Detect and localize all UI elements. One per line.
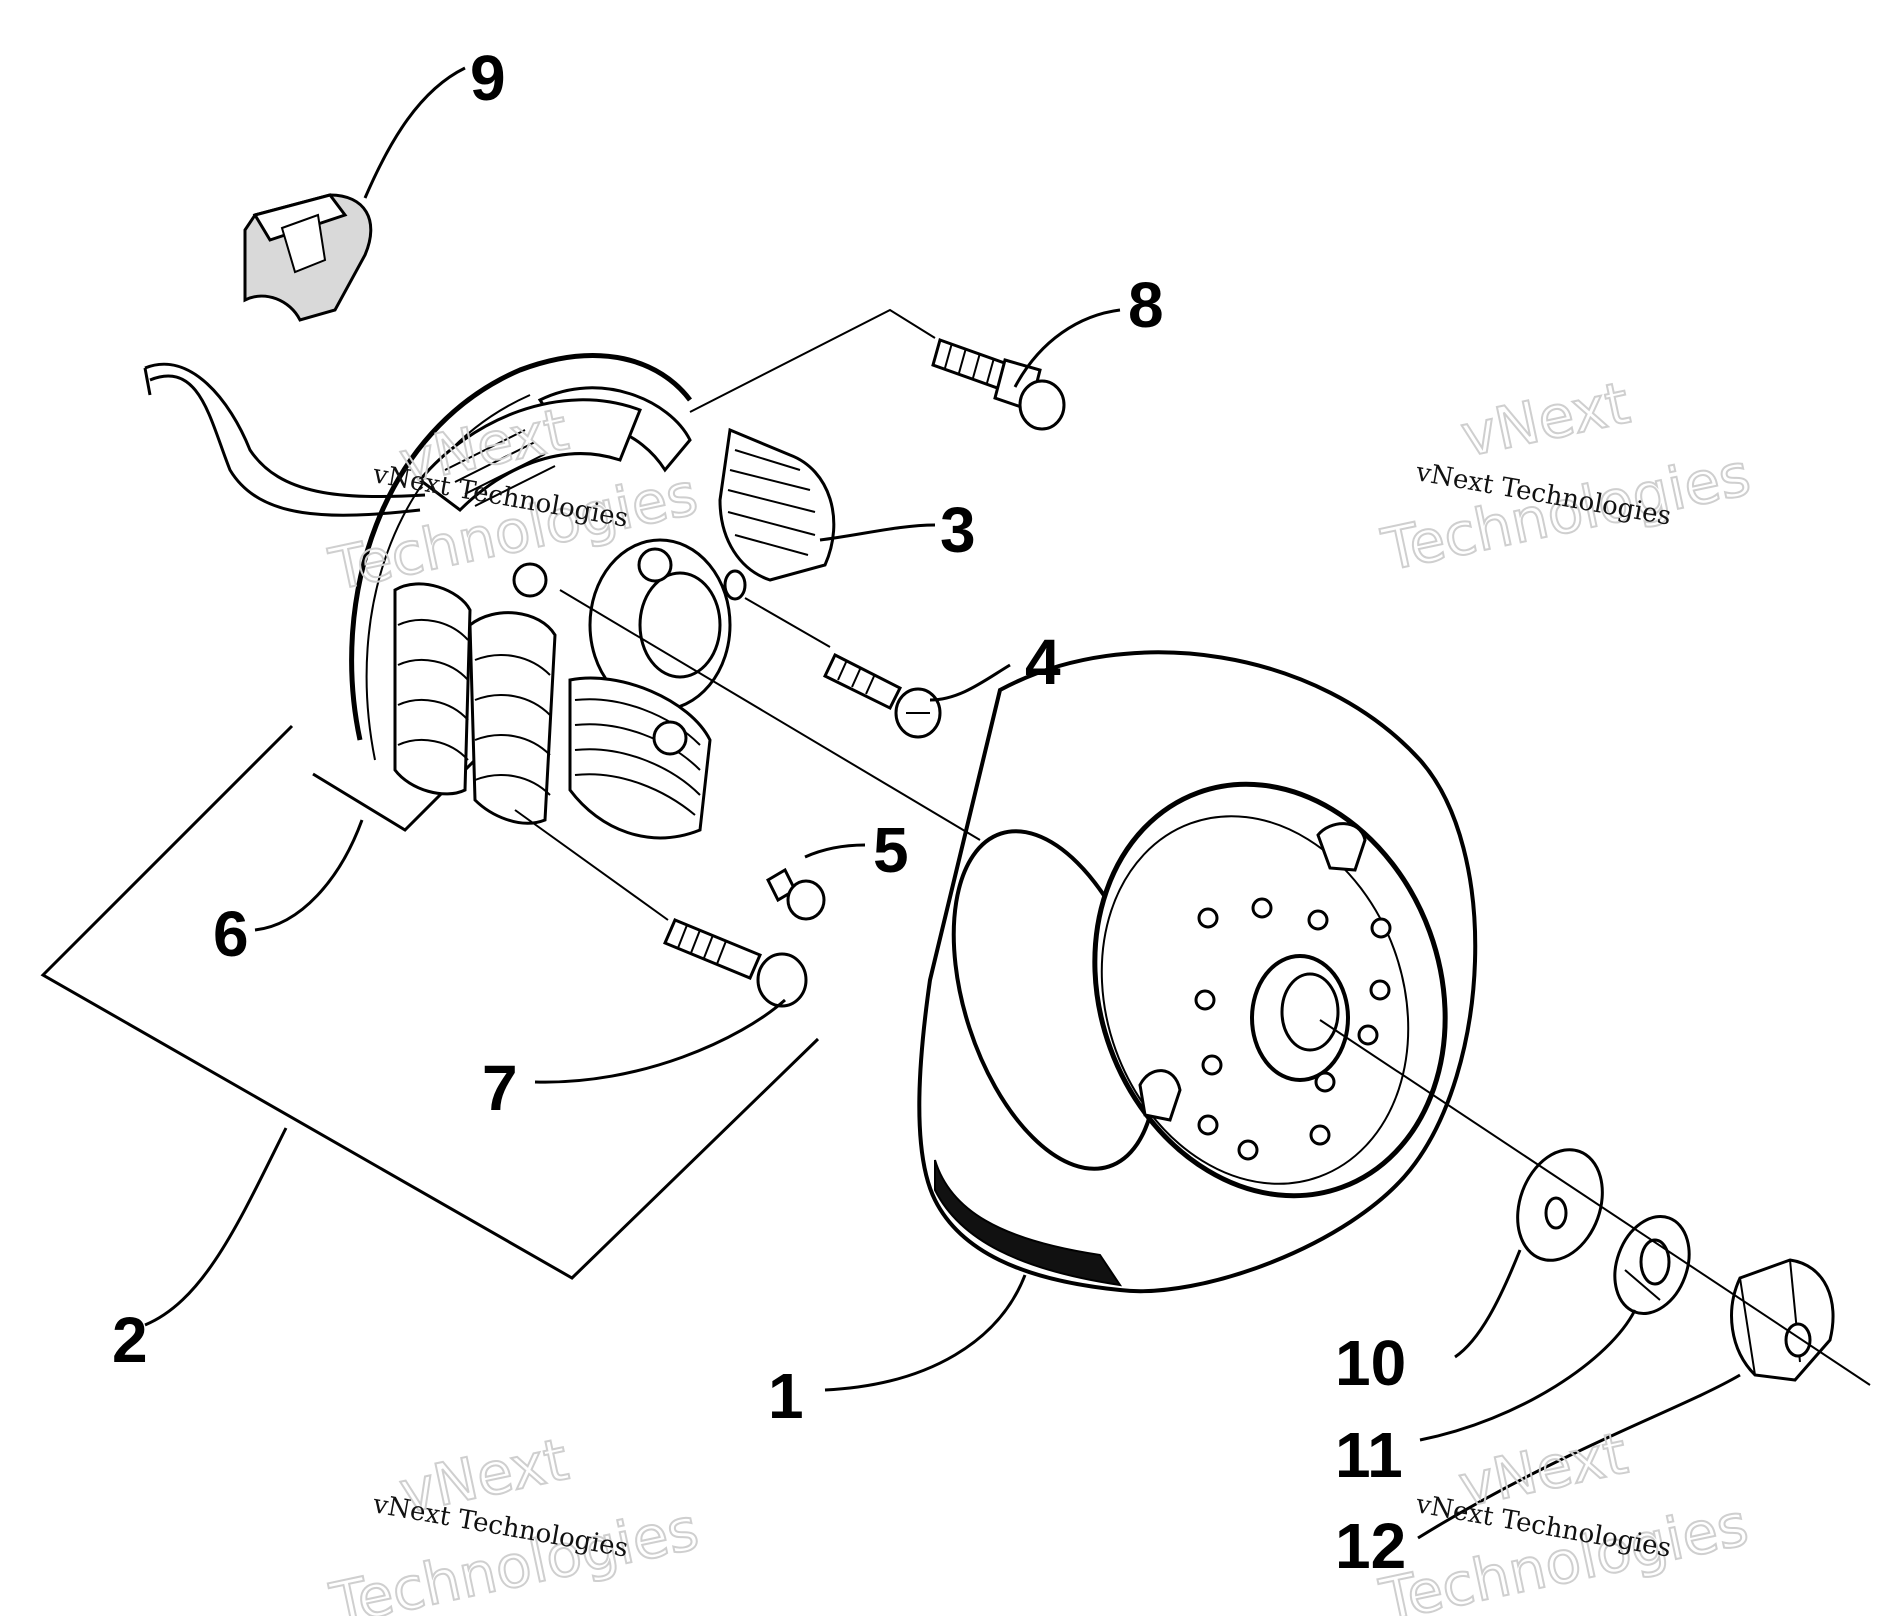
callout-11: 11 — [1335, 1419, 1403, 1491]
callout-12: 12 — [1335, 1510, 1406, 1582]
bolt — [931, 338, 1066, 431]
callout-labels: 1 2 3 4 5 6 7 8 9 10 11 12 — [112, 42, 1406, 1582]
watermark-top-right: vNext Technologies — [1375, 368, 1757, 586]
coil-windings-right — [727, 449, 816, 556]
screw — [766, 867, 826, 921]
callout-8: 8 — [1128, 269, 1164, 341]
callout-3: 3 — [940, 494, 976, 566]
callout-9: 9 — [470, 42, 506, 114]
coil-windings-top — [444, 429, 556, 507]
callout-1: 1 — [768, 1360, 804, 1432]
callout-5: 5 — [873, 814, 909, 886]
washer — [1516, 1148, 1604, 1262]
stator-assembly — [143, 353, 836, 840]
coil-windings-bottom — [574, 698, 701, 816]
watermark-bottom-left: vNext Technologies — [324, 1424, 706, 1616]
callout-6: 6 — [213, 898, 249, 970]
screw — [663, 918, 808, 1008]
nut — [1730, 1258, 1835, 1382]
flywheel — [917, 650, 1478, 1294]
coil-windings-left — [397, 619, 551, 796]
flywheel-holes — [1194, 897, 1392, 1161]
lock-washer — [1613, 1215, 1691, 1315]
callout-2: 2 — [112, 1304, 148, 1376]
leader-lines — [254, 66, 1741, 1540]
screw — [823, 652, 942, 739]
callout-4: 4 — [1025, 626, 1061, 698]
watermark-bottom-right: vNext Technologies — [1373, 1418, 1755, 1616]
grommet — [243, 193, 373, 322]
watermark-line1: vNext — [1455, 369, 1635, 471]
callout-10: 10 — [1335, 1327, 1406, 1399]
assembly-axis-lines — [514, 308, 1871, 1386]
callout-7: 7 — [482, 1052, 518, 1124]
